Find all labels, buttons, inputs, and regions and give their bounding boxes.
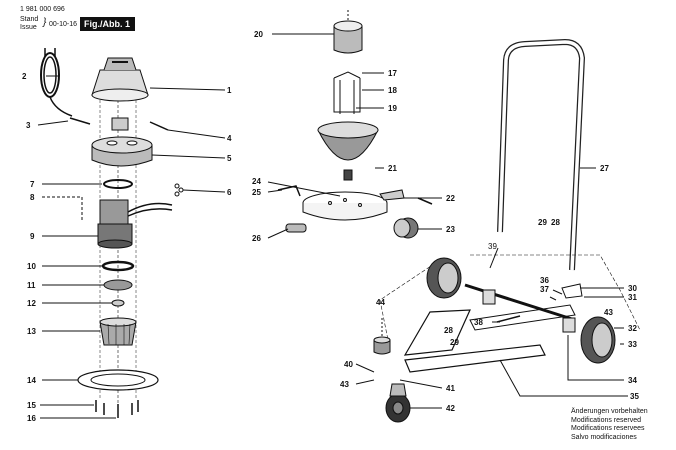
callout-29: 29	[538, 218, 547, 227]
callout-38: 38	[474, 318, 483, 327]
motor-part	[97, 199, 173, 249]
base-plate-part	[302, 191, 388, 221]
callout-12: 12	[27, 299, 36, 308]
callout-30: 30	[628, 284, 637, 293]
funnel-part	[317, 121, 379, 181]
callout-25: 25	[252, 188, 261, 197]
note-de: Änderungen vorbehalten	[571, 408, 648, 415]
castor-part	[385, 383, 411, 423]
callout-34: 34	[628, 376, 637, 385]
callout-1: 1	[227, 86, 232, 95]
callout-28: 28	[551, 218, 560, 227]
callout-37: 37	[540, 285, 549, 294]
right-wheel-part	[580, 316, 616, 364]
callout-41: 41	[446, 384, 455, 393]
cart-frame-part	[403, 283, 576, 373]
brace-glyph: }	[43, 17, 47, 28]
callout-2: 2	[22, 72, 27, 81]
filter-basket-part	[99, 317, 137, 346]
callout-23: 23	[446, 225, 455, 234]
figure-label: Fig./Abb. 1	[80, 17, 135, 31]
callout-9: 9	[30, 232, 35, 241]
note-fr: Modifications reservees	[571, 425, 645, 432]
callout-11: 11	[27, 281, 36, 290]
part-number: 1 981 000 696	[20, 6, 65, 13]
callout-27: 27	[600, 164, 609, 173]
knob-part	[393, 217, 419, 239]
note-es: Salvo modificaciones	[571, 433, 637, 441]
callout-28-lower: 28	[444, 326, 453, 335]
callout-10: 10	[27, 262, 36, 271]
callout-36: 36	[540, 276, 549, 285]
callout-39: 39	[488, 242, 497, 251]
callout-40: 40	[344, 360, 353, 369]
callout-6: 6	[227, 188, 232, 197]
notes-block: Änderungen vorbehalten Modifications res…	[571, 408, 648, 442]
callout-43: 43	[340, 380, 349, 389]
callout-4: 4	[227, 134, 232, 143]
callout-33: 33	[628, 340, 637, 349]
callout-32: 32	[628, 324, 637, 333]
wire-cage-part	[333, 71, 361, 114]
callout-42: 42	[446, 404, 455, 413]
callout-21: 21	[388, 164, 397, 173]
callout-13: 13	[27, 327, 36, 336]
callout-5: 5	[227, 154, 232, 163]
callout-44: 44	[376, 298, 385, 307]
stand-label: Stand	[20, 16, 39, 23]
cylinder-part	[333, 20, 363, 54]
issue-date: 00-10-16	[49, 21, 78, 28]
callout-17: 17	[388, 69, 397, 78]
callout-22: 22	[446, 194, 455, 203]
callout-26: 26	[252, 234, 261, 243]
callout-20: 20	[254, 30, 263, 39]
callout-18: 18	[388, 86, 397, 95]
callout-14: 14	[27, 376, 36, 385]
handle-bar-part	[497, 38, 586, 271]
callout-31: 31	[628, 293, 637, 302]
callout-7: 7	[30, 180, 35, 189]
callout-24: 24	[252, 177, 261, 186]
left-wheel-part	[426, 257, 462, 299]
callout-8: 8	[30, 193, 35, 202]
callout-3: 3	[26, 121, 31, 130]
motor-housing-part	[91, 136, 153, 167]
callout-43-right: 43	[604, 308, 613, 317]
callout-35: 35	[630, 392, 639, 401]
callout-15: 15	[27, 401, 36, 410]
callout-19: 19	[388, 104, 397, 113]
issue-label: Issue	[20, 24, 37, 31]
power-cord-part	[40, 48, 73, 117]
callout-29-lower: 29	[450, 338, 459, 347]
note-en: Modifications reserved	[571, 416, 642, 424]
top-cover-part	[91, 57, 149, 102]
callout-16: 16	[27, 414, 36, 423]
